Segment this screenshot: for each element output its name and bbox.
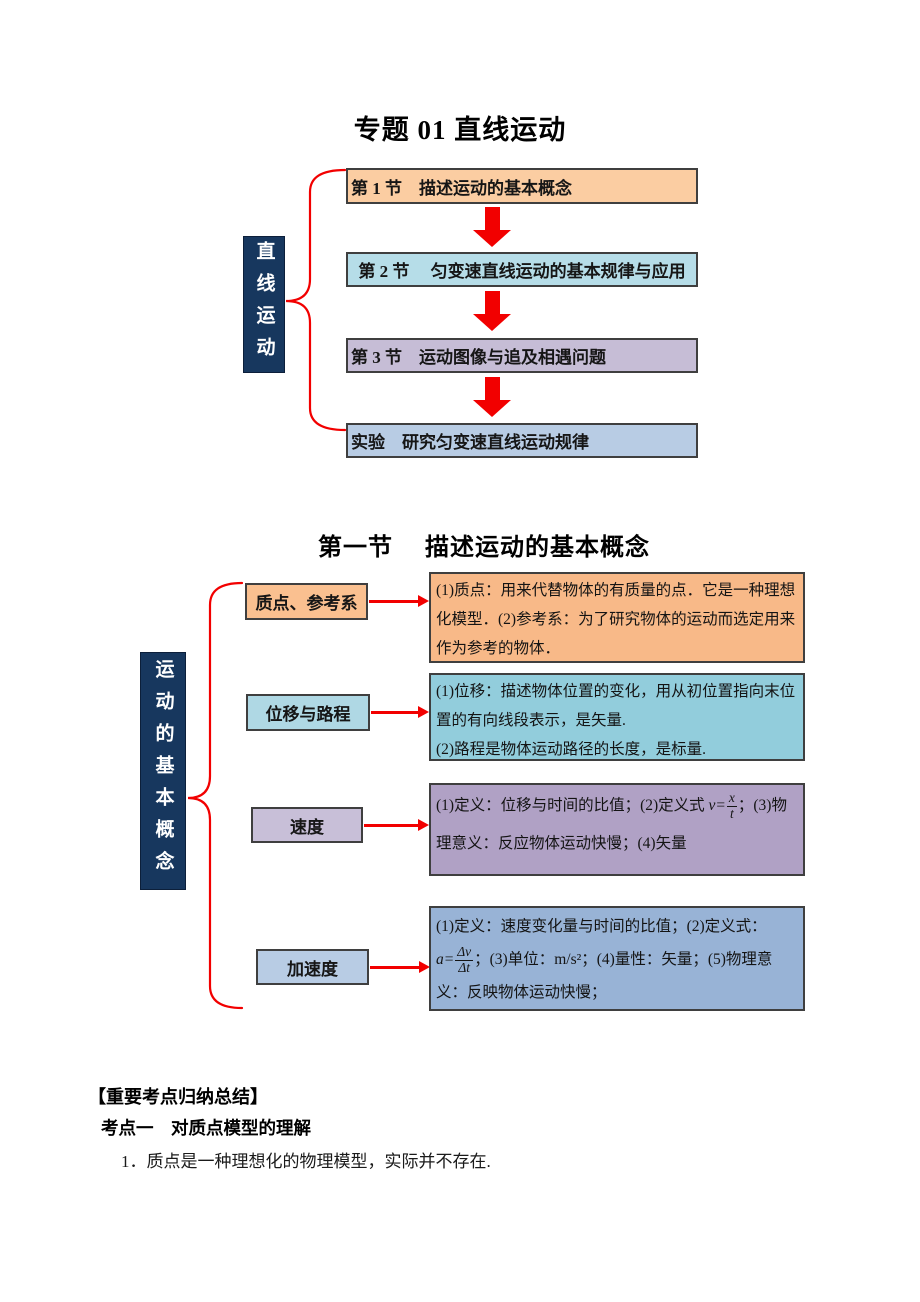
section-title: 第一节 描述运动的基本概念 [318, 535, 650, 561]
desc-text: ；(3)物理意义：反应物体运动快慢；(4)矢量 [436, 797, 787, 852]
key-point-heading: 考点一 对质点模型的理解 [101, 1118, 311, 1138]
diagram1-node-section1: 第 1 节 描述运动的基本概念 [346, 168, 698, 204]
list-item: 1．质点是一种理想化的物理模型，实际并不存在. [121, 1152, 491, 1171]
right-arrow-icon [369, 595, 429, 607]
brace-icon [285, 168, 347, 432]
diagram1-node-section3: 第 3 节 运动图像与追及相遇问题 [346, 338, 698, 373]
diagram2-root-node: 运动的基本概念 [140, 652, 186, 890]
diagram1-root-node: 直线运动 [243, 236, 285, 373]
diagram2-label-acceleration: 加速度 [256, 949, 369, 985]
right-arrow-icon [371, 706, 429, 718]
brace-icon [187, 581, 244, 1010]
summary-heading: 【重要考点归纳总结】 [88, 1087, 268, 1107]
page-title: 专题 01 直线运动 [353, 115, 567, 145]
diagram2-label-velocity: 速度 [251, 807, 363, 843]
diagram2-desc-mass-point: (1)质点：用来代替物体的有质量的点．它是一种理想化模型．(2)参考系：为了研究… [429, 572, 805, 663]
down-arrow-icon [473, 377, 511, 417]
right-arrow-icon [364, 819, 429, 831]
diagram2-label-mass-point: 质点、参考系 [245, 583, 368, 620]
desc-text: (1)定义：位移与时间的比值；(2)定义式 [436, 797, 709, 814]
diagram1-node-experiment: 实验 研究匀变速直线运动规律 [346, 423, 698, 458]
down-arrow-icon [473, 291, 511, 331]
right-arrow-icon [370, 961, 430, 973]
diagram2-desc-displacement: (1)位移：描述物体位置的变化，用从初位置指向末位置的有向线段表示，是矢量. (… [429, 673, 805, 761]
down-arrow-icon [473, 207, 511, 247]
diagram1-node-section2: 第 2 节 匀变速直线运动的基本规律与应用 [346, 252, 698, 287]
desc-text: ；(3)单位：m/s²；(4)量性：矢量；(5)物理意义：反映物体运动快慢； [436, 951, 773, 1001]
desc-text: (1)定义：速度变化量与时间的比值；(2)定义式： [436, 918, 767, 935]
diagram2-label-displacement: 位移与路程 [246, 694, 370, 731]
